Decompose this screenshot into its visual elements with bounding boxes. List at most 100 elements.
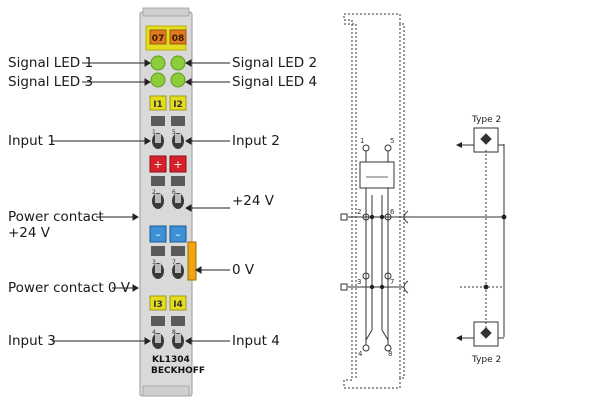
- power-contact-0v-symbol: [403, 280, 409, 294]
- plus-icon-right: +: [173, 158, 182, 171]
- term-num-2: 2: [152, 189, 156, 196]
- sensor-type2-bottom: [473, 321, 499, 347]
- input-electronics-box: [359, 161, 395, 189]
- tag-i1: I1: [153, 100, 163, 110]
- arrow-icon: [185, 204, 192, 212]
- module-bottom-clip: [142, 385, 190, 397]
- schem-pin-5: 5: [390, 137, 394, 145]
- clamp-slot-3: [151, 246, 165, 256]
- tag-i4-box: [169, 295, 187, 311]
- label-power-contact-0v: Power contact 0 V: [8, 280, 131, 296]
- arrow-icon: [185, 137, 192, 145]
- junction-dot: [379, 214, 385, 220]
- contact-24v-left: [340, 213, 348, 221]
- arrow-icon: [144, 137, 151, 145]
- schem-pin-1: 1: [360, 137, 364, 145]
- label-power-contact-24v-2: +24 V: [8, 225, 51, 241]
- junction-dot: [379, 284, 385, 290]
- clamp-slot-7: [171, 246, 185, 256]
- tag-i4: I4: [173, 300, 183, 310]
- clamp-slot-6: [171, 176, 185, 186]
- arrow-icon: [132, 213, 139, 221]
- schem-pin-6: 6: [390, 208, 395, 216]
- term-num-7: 7: [172, 259, 176, 266]
- label-power-contact-24v-1: Power contact: [8, 209, 104, 225]
- label-input-3: Input 3: [8, 333, 56, 349]
- tag-i2-box: [169, 95, 187, 111]
- term-num-8: 8: [172, 329, 176, 336]
- clamp-spring-3: [155, 264, 161, 273]
- term-num-6: 6: [172, 189, 176, 196]
- arrow-icon: [144, 59, 151, 67]
- contact-0v-left: [340, 283, 348, 291]
- label-input-4: Input 4: [232, 333, 280, 349]
- type-label-top: Type 2: [471, 115, 501, 125]
- tag-i3: I3: [153, 300, 163, 310]
- plus-icon-left: +: [153, 158, 162, 171]
- arrow-icon: [132, 284, 139, 292]
- pin-7: [384, 272, 392, 280]
- clamp-slot-1: [151, 116, 165, 126]
- pin-1: [362, 144, 370, 152]
- signal-led-2: [170, 55, 186, 71]
- schem-pin-8: 8: [388, 350, 392, 358]
- pin-4: [362, 344, 370, 352]
- schem-pin-2: 2: [357, 208, 361, 216]
- arrow-icon: [144, 78, 151, 86]
- minus-icon-right: –: [175, 228, 181, 241]
- label-signal-led-4: Signal LED 4: [232, 74, 318, 90]
- arrow-icon: [185, 337, 192, 345]
- arrow-icon: [456, 142, 462, 148]
- pin-3: [362, 272, 370, 280]
- schematic-outline: [343, 13, 405, 389]
- signal-led-3: [150, 72, 166, 88]
- schem-pin-4: 4: [358, 350, 363, 358]
- label-signal-led-1: Signal LED 1: [8, 55, 94, 71]
- pin-5: [384, 144, 392, 152]
- arrow-icon: [144, 337, 151, 345]
- label-signal-led-2: Signal LED 2: [232, 55, 318, 71]
- signal-led-4: [170, 72, 186, 88]
- orange-side-tab: [187, 241, 197, 281]
- clamp-spring-2: [155, 194, 161, 203]
- schem-pin-3: 3: [357, 278, 361, 286]
- junction-dot: [369, 284, 375, 290]
- clamp-spring-8: [175, 334, 181, 343]
- junction-dot: [369, 214, 375, 220]
- red-contact-left: [149, 155, 167, 173]
- junction-dot: [483, 284, 489, 290]
- label-input-1: Input 1: [8, 133, 56, 149]
- label-input-2: Input 2: [232, 133, 280, 149]
- arrow-icon: [185, 78, 192, 86]
- arrow-icon: [185, 59, 192, 67]
- term-num-4: 4: [152, 329, 156, 336]
- arrow-icon: [456, 335, 462, 341]
- clamp-slot-5: [171, 116, 185, 126]
- term-num-5: 5: [172, 129, 176, 136]
- label-0v: 0 V: [232, 262, 255, 278]
- clamp-slot-8: [171, 316, 185, 326]
- clamp-slot-2: [151, 176, 165, 186]
- crossover-right: [381, 329, 389, 345]
- tag-i3-box: [149, 295, 167, 311]
- label-signal-led-3: Signal LED 3: [8, 74, 94, 90]
- pin-8: [384, 344, 392, 352]
- type-label-bottom: Type 2: [471, 355, 501, 365]
- led-07-text: 07: [152, 34, 165, 44]
- clamp-spring-6: [175, 194, 181, 203]
- clamp-spring-5: [175, 134, 181, 143]
- module-housing: [139, 11, 193, 397]
- clamp-spring-1: [155, 134, 161, 143]
- led-08-text: 08: [172, 34, 185, 44]
- module-top-clip: [142, 7, 190, 17]
- brand-name: BECKHOFF: [151, 366, 205, 376]
- sensor-icon-bottom: [480, 327, 492, 339]
- clamp-spring-7: [175, 264, 181, 273]
- signal-led-1: [150, 55, 166, 71]
- term-num-3: 3: [152, 259, 156, 266]
- led-07-box: [149, 29, 167, 45]
- red-contact-right: [169, 155, 187, 173]
- clamp-slot-4: [151, 316, 165, 326]
- schematic: [340, 13, 505, 389]
- minus-icon-left: –: [155, 228, 161, 241]
